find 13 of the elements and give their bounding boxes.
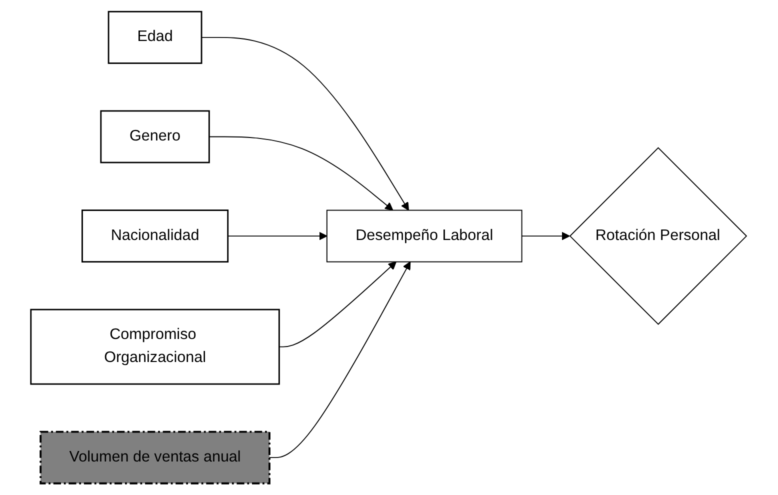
node-box: Compromiso Organizacional [30, 308, 280, 385]
node-box: Edad [108, 10, 203, 64]
node-box: Desempeño Laboral [326, 210, 523, 262]
arrow [228, 232, 328, 240]
arrow [201, 36, 410, 211]
arrow [209, 136, 394, 211]
node-box: Genero [100, 110, 210, 164]
arrow [269, 261, 411, 458]
arrow [522, 232, 570, 240]
node-diamond: Rotación Personal [570, 147, 748, 325]
node-box: Nacionalidad [82, 210, 229, 263]
arrow [279, 261, 397, 348]
node-box: Volumen de ventas anual [40, 430, 271, 484]
